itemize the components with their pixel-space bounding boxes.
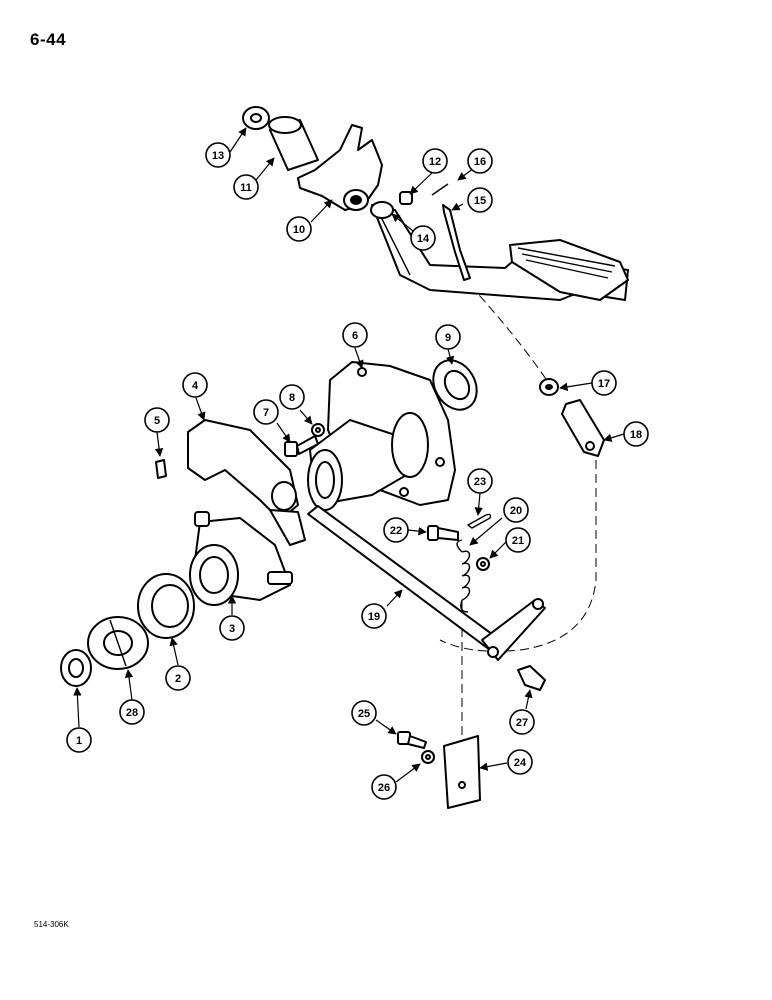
leader-arrows xyxy=(73,127,625,783)
callout-14: 14 xyxy=(410,225,436,251)
callout-14-label: 14 xyxy=(417,233,430,245)
callout-1: 1 xyxy=(66,727,92,753)
callout-17: 17 xyxy=(591,370,617,396)
pilot-bushing xyxy=(60,649,92,687)
callout-3: 3 xyxy=(219,615,245,641)
callout-7: 7 xyxy=(253,399,279,425)
bearing-carrier xyxy=(189,511,293,606)
callout-9: 9 xyxy=(435,324,461,350)
callout-10: 10 xyxy=(286,216,312,242)
rod-nut xyxy=(539,378,559,396)
footer-code: 514-306K xyxy=(34,920,69,929)
callout-3-label: 3 xyxy=(229,623,235,635)
clevis xyxy=(561,399,605,457)
bolt-washer xyxy=(311,423,325,437)
pedal-small-parts xyxy=(370,183,471,281)
callout-24-label: 24 xyxy=(514,757,527,769)
callout-12: 12 xyxy=(422,148,448,174)
callout-15-label: 15 xyxy=(474,195,486,207)
spring-washer xyxy=(476,557,490,571)
callout-11: 11 xyxy=(233,174,259,200)
release-bearing xyxy=(137,573,195,639)
callout-6: 6 xyxy=(342,322,368,348)
callout-10-label: 10 xyxy=(293,224,305,236)
callout-26: 26 xyxy=(371,774,397,800)
callout-16-label: 16 xyxy=(474,156,486,168)
callout-20-label: 20 xyxy=(510,505,522,517)
callout-21-label: 21 xyxy=(512,535,524,547)
callout-17-label: 17 xyxy=(598,378,610,390)
cover-plate xyxy=(443,735,481,809)
callout-28-label: 28 xyxy=(126,707,138,719)
callout-8: 8 xyxy=(279,384,305,410)
fork-pin xyxy=(155,459,167,479)
callout-16: 16 xyxy=(467,148,493,174)
callout-7-label: 7 xyxy=(263,407,269,419)
return-spring xyxy=(456,539,471,613)
callout-6-label: 6 xyxy=(352,330,358,342)
callout-2-label: 2 xyxy=(175,673,181,685)
split-collar xyxy=(87,616,149,670)
callout-13-label: 13 xyxy=(212,150,224,162)
pedal-bushing xyxy=(268,116,319,171)
callout-19: 19 xyxy=(361,603,387,629)
callout-19-label: 19 xyxy=(368,611,380,623)
callout-27: 27 xyxy=(509,709,535,735)
callout-18-label: 18 xyxy=(630,429,642,441)
pedal-washer xyxy=(242,106,270,130)
grease-fitting xyxy=(517,665,546,691)
callout-25-label: 25 xyxy=(358,708,370,720)
callout-4-label: 4 xyxy=(192,380,199,392)
callout-5-label: 5 xyxy=(154,415,160,427)
page-number: 6-44 xyxy=(30,30,67,49)
plate-bolt xyxy=(397,731,427,749)
callout-22-label: 22 xyxy=(390,525,402,537)
pedal-pad xyxy=(509,239,629,301)
cotter-pin xyxy=(466,513,492,529)
callout-4: 4 xyxy=(182,372,208,398)
callout-27-label: 27 xyxy=(516,717,528,729)
callout-26-label: 26 xyxy=(378,782,390,794)
callout-12-label: 12 xyxy=(429,156,441,168)
callout-2: 2 xyxy=(165,665,191,691)
callout-21: 21 xyxy=(505,527,531,553)
callout-20: 20 xyxy=(503,497,529,523)
release-fork xyxy=(187,419,306,546)
callout-22: 22 xyxy=(383,517,409,543)
seal xyxy=(432,359,478,411)
callout-13: 13 xyxy=(205,142,231,168)
callout-23-label: 23 xyxy=(474,476,486,488)
callout-1-label: 1 xyxy=(76,735,82,747)
callout-15: 15 xyxy=(467,187,493,213)
callout-11-label: 11 xyxy=(240,182,252,194)
cross-shaft xyxy=(307,505,546,661)
callout-28: 28 xyxy=(119,699,145,725)
callout-9-label: 9 xyxy=(445,332,451,344)
callout-25: 25 xyxy=(351,700,377,726)
clevis-pin xyxy=(427,525,459,541)
clutch-pedal xyxy=(297,124,629,301)
callout-24: 24 xyxy=(507,749,533,775)
plate-washer xyxy=(421,750,435,764)
callout-18: 18 xyxy=(623,421,649,447)
callout-5: 5 xyxy=(144,407,170,433)
release-bearing-carrier xyxy=(307,361,456,511)
fork-bolt xyxy=(284,435,319,457)
callout-23: 23 xyxy=(467,468,493,494)
callout-8-label: 8 xyxy=(289,392,295,404)
